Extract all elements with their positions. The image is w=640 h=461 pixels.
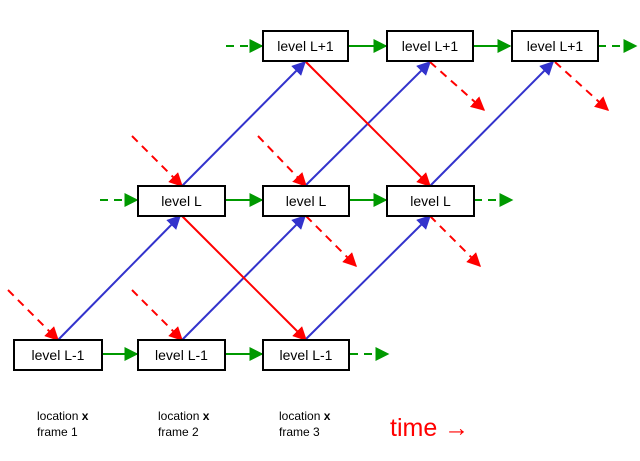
node-label: level L [161,193,202,209]
red-arrow [181,215,307,341]
red-dashed-arrows [7,61,610,341]
frame-text: frame 2 [158,425,199,439]
red-dashed-arrow [131,135,183,187]
red-arrows [181,61,431,341]
red-dashed-arrow [305,215,357,267]
red-dashed-arrow [131,289,183,341]
node-level-l-plus-1: level L+1 [262,30,349,62]
node-label: level L [410,193,451,209]
blue-arrow [181,61,306,187]
node-level-l-plus-1: level L+1 [386,30,474,62]
node-level-l: level L [262,185,350,217]
location-text: location [158,409,203,423]
red-arrow [305,61,431,187]
location-variable: x [323,409,331,423]
red-dashed-arrow [7,289,59,341]
location-variable: x [202,409,210,423]
node-label: level L-1 [155,347,208,363]
green-arrows [102,39,512,361]
node-label: level L-1 [280,347,333,363]
blue-arrow [429,61,554,187]
node-level-l-minus-1: level L-1 [13,339,103,371]
location-text: location [37,409,82,423]
blue-arrow [57,215,181,341]
node-level-l: level L [386,185,475,217]
red-dashed-arrow [429,61,486,111]
frame-3-label: location x frame 3 [279,408,330,440]
node-level-l-minus-1: level L-1 [262,339,350,371]
node-level-l-minus-1: level L-1 [137,339,226,371]
node-label: level L+1 [277,38,334,54]
blue-arrow [304,215,431,341]
time-label: time → [390,414,470,442]
frame-text: frame 3 [279,425,320,439]
frame-2-label: location x frame 2 [158,408,209,440]
green-dashed-arrows [100,39,638,361]
node-level-l-plus-1: level L+1 [511,30,599,62]
red-dashed-arrow [554,61,610,111]
node-label: level L+1 [402,38,459,54]
location-variable: x [81,409,89,423]
red-dashed-arrow [257,135,307,188]
frame-1-label: location x frame 1 [37,408,88,440]
node-label: level L+1 [527,38,584,54]
node-level-l: level L [137,185,226,217]
node-label: level L-1 [32,347,85,363]
frame-text: frame 1 [37,425,78,439]
node-label: level L [286,193,327,209]
location-text: location [279,409,324,423]
red-dashed-arrow [429,215,481,267]
